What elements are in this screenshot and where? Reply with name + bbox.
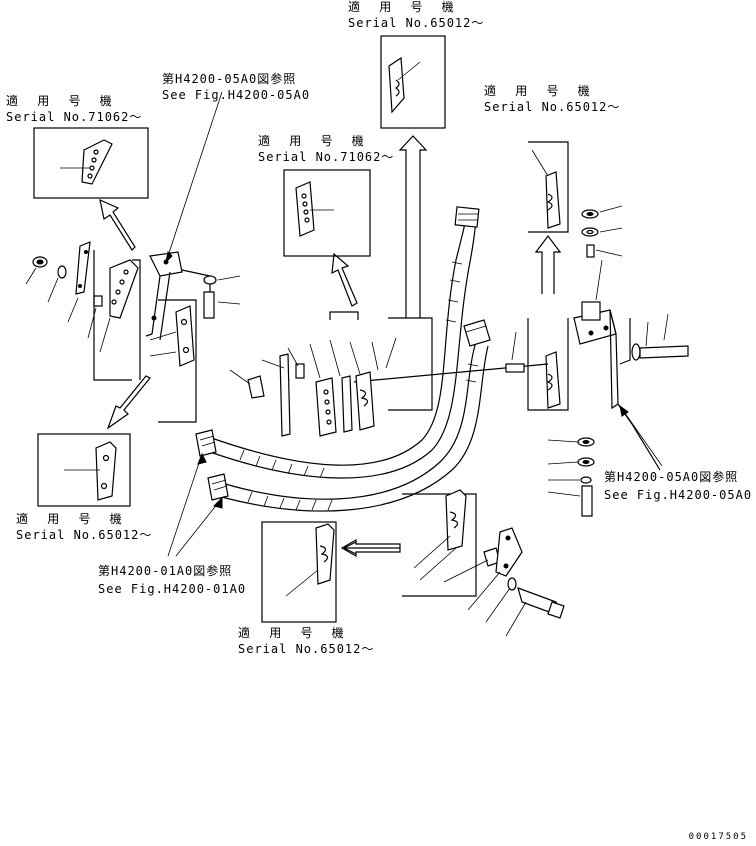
- stay-bracket: [145, 91, 241, 423]
- center-serial-jp: 適 用 号 機: [258, 134, 370, 148]
- lower-left-serial-jp: 適 用 号 機: [16, 512, 128, 526]
- inset-bottom: [261, 521, 337, 623]
- document-number: 00017505: [688, 832, 748, 842]
- arrow-to-left-inset: [99, 198, 136, 251]
- inset-lower-left: [37, 433, 131, 507]
- right-serial: Serial No.65012～: [484, 100, 621, 114]
- left-serial-jp: 適 用 号 機: [6, 94, 118, 108]
- hose-group: [167, 206, 491, 557]
- top-serial-jp: 適 用 号 機: [348, 0, 460, 14]
- inset-left: [33, 127, 149, 199]
- inset-center: [283, 169, 371, 257]
- right-serial-jp: 適 用 号 機: [484, 84, 596, 98]
- lower-left-serial: Serial No.65012～: [16, 528, 153, 542]
- right-hardware-bottom: [547, 403, 661, 517]
- right-ref-leader: [619, 404, 663, 467]
- ref-h4200-05a0-right-jp: 第H4200-05A0図参照: [604, 470, 739, 484]
- ref-h4200-05a0-top-jp: 第H4200-05A0図参照: [162, 72, 297, 86]
- right-bracket-assembly: [527, 259, 689, 411]
- inset-top: [380, 35, 446, 129]
- bottom-serial-jp: 適 用 号 機: [238, 626, 350, 640]
- bottom-clamp-group: [340, 489, 565, 637]
- left-serial: Serial No.71062～: [6, 110, 143, 124]
- ref-h4200-05a0-right: See Fig.H4200-05A0: [604, 488, 753, 502]
- arrow-to-lower-left-inset: [106, 375, 151, 430]
- left-clamp-assembly: [25, 241, 141, 381]
- right-hardware-top: [581, 205, 623, 258]
- arrow-to-center-inset: [331, 252, 358, 307]
- inset-right: [528, 141, 569, 233]
- middle-clamp-parts: [229, 311, 433, 437]
- arrow-up-center: [398, 135, 428, 318]
- ref-h4200-01a0-jp: 第H4200-01A0図参照: [98, 564, 233, 578]
- bottom-serial: Serial No.65012～: [238, 642, 375, 656]
- ref-h4200-05a0-top: See Fig.H4200-05A0: [162, 88, 311, 102]
- center-serial: Serial No.71062～: [258, 150, 395, 164]
- top-serial: Serial No.65012～: [348, 16, 485, 30]
- ref-h4200-01a0: See Fig.H4200-01A0: [98, 582, 247, 596]
- long-pin: [353, 331, 549, 383]
- arrow-up-right: [534, 235, 562, 294]
